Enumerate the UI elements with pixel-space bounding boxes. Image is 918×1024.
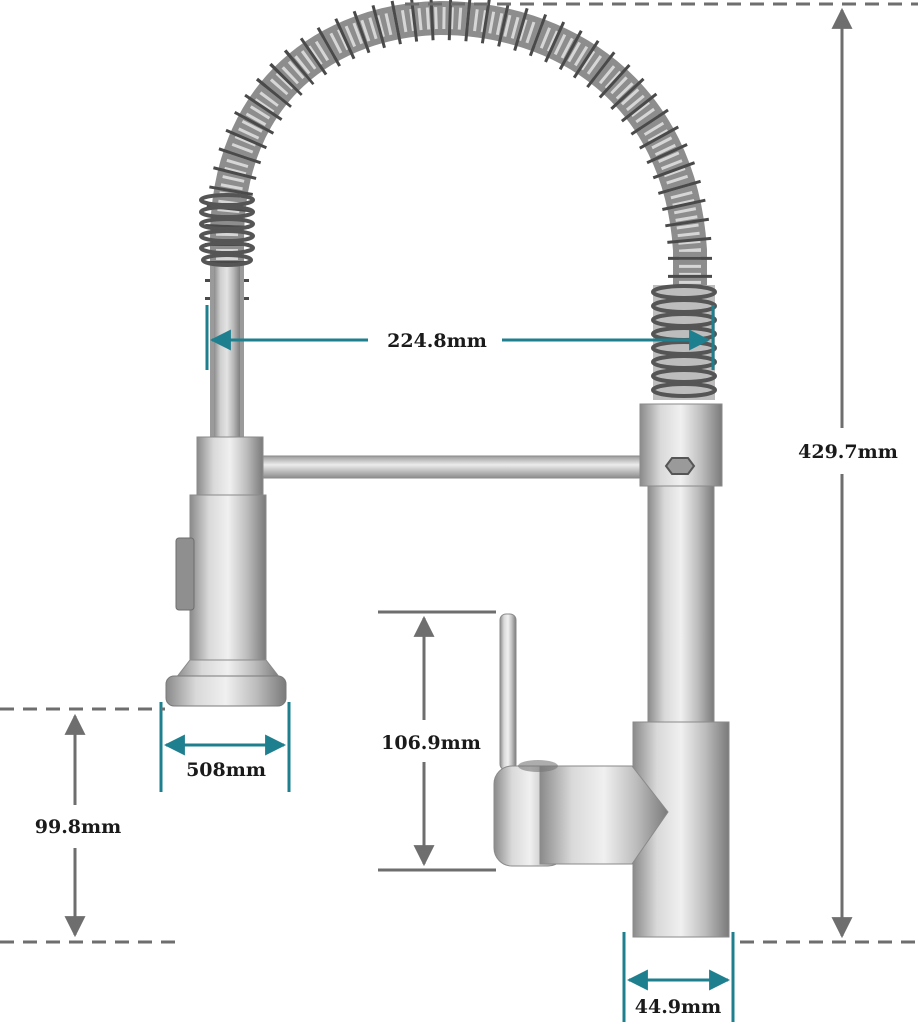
support-bar bbox=[261, 455, 643, 479]
sprayer-collar bbox=[196, 436, 264, 496]
dimension-handle-height: 106.9mm bbox=[378, 610, 496, 872]
sprayer-flare bbox=[174, 659, 282, 679]
dimension-label-sprayer-height: 99.8mm bbox=[35, 816, 121, 838]
dimension-label-spout-reach: 224.8mm bbox=[387, 330, 487, 352]
dimension-label-base-diameter: 44.9mm bbox=[635, 996, 721, 1018]
handle-lever bbox=[499, 613, 517, 771]
handle-valve-body bbox=[539, 765, 669, 865]
swivel-button-icon bbox=[664, 457, 696, 475]
spring-coils bbox=[205, 0, 712, 300]
sprayer-trigger bbox=[175, 537, 195, 611]
sprayer-body bbox=[189, 494, 267, 661]
dimension-label-total-height: 429.7mm bbox=[798, 441, 898, 463]
dimension-label-handle-height: 106.9mm bbox=[381, 732, 481, 754]
spout-column bbox=[647, 485, 715, 727]
dimension-base-diameter: 44.9mm bbox=[622, 932, 735, 1022]
coil-cluster-right bbox=[651, 284, 717, 400]
dimension-spout-reach: 224.8mm bbox=[205, 305, 715, 370]
sprayer-nozzle bbox=[165, 675, 287, 707]
dimension-sprayer-width: 508mm bbox=[159, 702, 291, 792]
dimension-label-sprayer-width: 508mm bbox=[186, 759, 266, 781]
dimension-sprayer-height: 99.8mm bbox=[0, 707, 175, 944]
dimension-total-height: 429.7mm bbox=[405, 2, 918, 944]
spring-hose-arch bbox=[210, 0, 707, 317]
coil-cluster-left bbox=[199, 193, 255, 267]
faucet-illustration bbox=[165, 0, 730, 938]
